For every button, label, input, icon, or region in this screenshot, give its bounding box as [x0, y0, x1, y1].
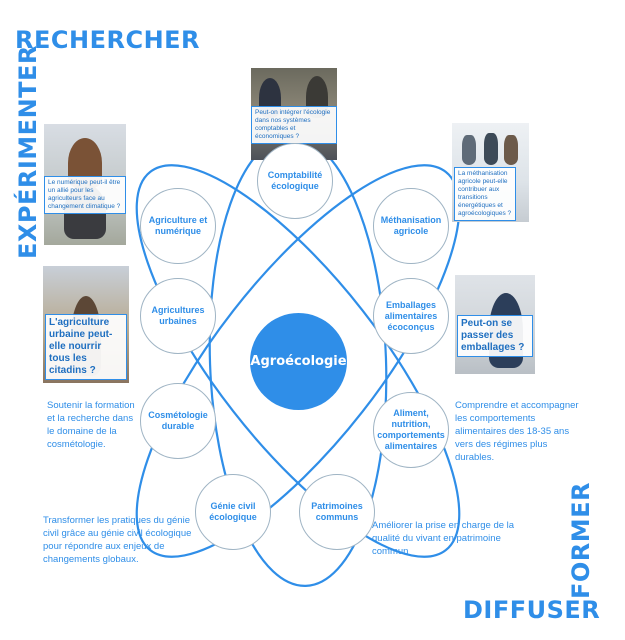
photo-comptabilite: Peut-on intégrer l'écologie dans nos sys…	[251, 68, 337, 160]
orbit-diagonal-left	[135, 164, 461, 558]
node-cosmetologie[interactable]: Cosmétologie durable	[140, 383, 216, 459]
orbit-diagonal-right	[135, 164, 461, 558]
photo-methanisation: La méthanisation agricole peut-elle cont…	[452, 123, 529, 222]
caption-methanisation: La méthanisation agricole peut-elle cont…	[454, 167, 516, 221]
center-agroecologie[interactable]: Agroécologie	[250, 313, 347, 410]
desc-cosmetologie: Soutenir la formation et la recherche da…	[47, 400, 135, 450]
caption-agri-urbaines: L'agriculture urbaine peut-elle nourrir …	[45, 314, 127, 380]
node-emballages[interactable]: Emballages alimentaires écoconçus	[373, 278, 449, 354]
node-patrimoines[interactable]: Patrimoines communs	[299, 474, 375, 550]
node-methanisation[interactable]: Méthanisation agricole	[373, 188, 449, 264]
node-agri-numerique[interactable]: Agriculture et numérique	[140, 188, 216, 264]
label-rechercher: RECHERCHER	[15, 26, 201, 54]
caption-agri-numerique: Le numérique peut-il être un allié pour …	[44, 176, 126, 214]
caption-comptabilite: Peut-on intégrer l'écologie dans nos sys…	[251, 106, 337, 144]
desc-genie-civil: Transformer les pratiques du génie civil…	[43, 515, 192, 565]
desc-patrimoines: Améliorer la prise en charge de la quali…	[372, 520, 515, 557]
photo-agri-urbaines: L'agriculture urbaine peut-elle nourrir …	[43, 266, 129, 383]
photo-agri-numerique: Le numérique peut-il être un allié pour …	[44, 124, 126, 245]
node-agri-urbaines[interactable]: Agricultures urbaines	[140, 278, 216, 354]
node-aliment[interactable]: Aliment, nutrition, comportements alimen…	[373, 392, 449, 468]
desc-aliment: Comprendre et accompagner les comporteme…	[455, 400, 579, 463]
node-genie-civil[interactable]: Génie civil écologique	[195, 474, 271, 550]
node-comptabilite[interactable]: Comptabilité écologique	[257, 143, 333, 219]
label-diffuser: DIFFUSER	[463, 596, 601, 624]
photo-emballages: Peut-on se passer des emballages ?	[455, 275, 535, 374]
caption-emballages: Peut-on se passer des emballages ?	[457, 315, 533, 357]
